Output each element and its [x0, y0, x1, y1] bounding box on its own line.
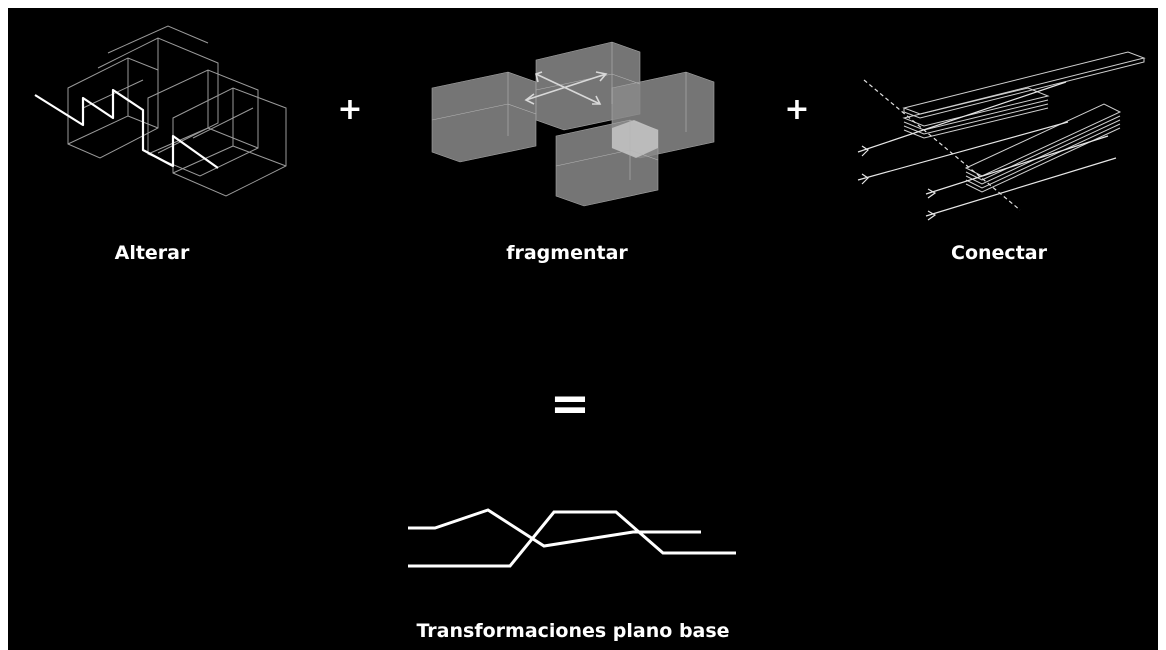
label-alterar: Alterar [114, 242, 190, 264]
zigzag-boxes-icon [34, 25, 287, 197]
equals-operator: = [549, 376, 591, 432]
label-fragmentar: fragmentar [506, 242, 628, 264]
plus-operator-1: + [337, 92, 363, 127]
diagram-canvas: + + = Alterar fragmentar Conectar Transf… [8, 8, 1158, 650]
connected-slabs-icon [857, 51, 1146, 221]
label-conectar: Conectar [951, 242, 1047, 264]
plus-operator-2: + [784, 92, 810, 127]
transformed-lines-icon [408, 508, 736, 568]
label-result: Transformaciones plano base [416, 620, 730, 642]
fragmented-blocks-icon [431, 41, 715, 207]
